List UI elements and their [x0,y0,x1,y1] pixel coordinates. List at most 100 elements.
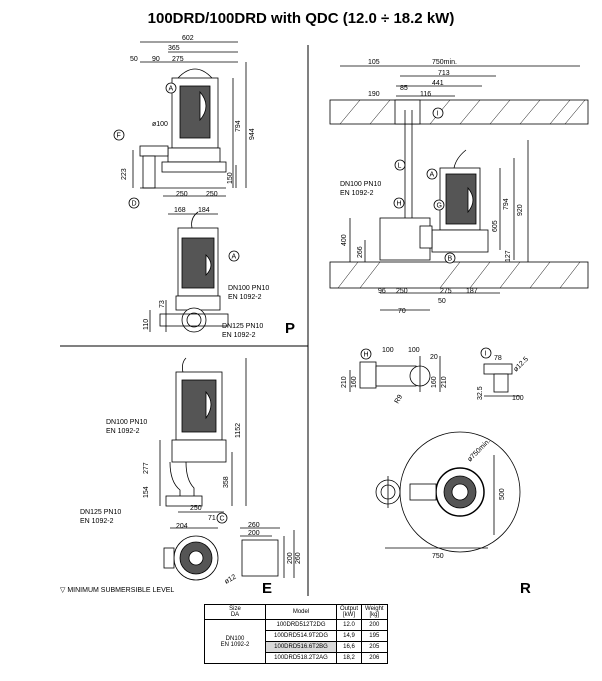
header-weight: Weight[kg] [361,604,388,620]
dim-260-a: 260 [248,522,260,529]
dim-phi12-5: ø12.5 [512,356,530,374]
dim-70: 70 [398,308,406,315]
view-r-drawing [329,65,589,553]
dim-85: 85 [400,85,408,92]
water-level-icon: ▽ [60,587,66,594]
output-cell: 16,6 [335,641,363,653]
header-model: Model [265,604,337,620]
dim-266: 266 [357,246,364,258]
svg-text:A: A [232,254,237,261]
legend: ▽ MINIMUM SUBMERSIBLE LEVEL [60,586,174,594]
table-row: 100DRD518.2T2AG 18,2 206 [205,652,388,664]
svg-text:I: I [485,351,487,358]
svg-text:F: F [117,133,121,140]
dim-110: 110 [143,319,150,330]
model-cell: 100DRD512T2DG [265,619,337,631]
note-en1092-a: EN 1092-2 [228,294,262,301]
svg-text:B: B [448,256,453,263]
svg-text:D: D [132,201,137,208]
svg-text:C: C [220,516,225,523]
dim-127: 127 [505,250,512,262]
svg-text:A: A [430,172,435,179]
dim-187: 187 [466,288,478,295]
dim-32-5: 32.5 [477,386,484,400]
dim-500: 500 [499,488,506,500]
view-p-labels: 602 365 50 90 275 ø100 223 794 944 150 2… [121,35,269,339]
dim-441: 441 [432,80,444,87]
dim-90: 90 [152,56,160,63]
dim-71: 71 [208,515,216,522]
model-cell: 100DRD518.2T2AG [265,652,337,664]
dim-184: 184 [198,207,210,214]
legend-text: MINIMUM SUBMERSIBLE LEVEL [67,587,175,594]
dim-r9: R9 [394,394,405,405]
output-cell: 12.0 [335,619,363,631]
dim-250-r: 250 [396,288,408,295]
dim-713: 713 [438,70,450,77]
dim-phi12: ø12 [224,574,238,586]
dim-275: 275 [172,56,184,63]
callout-d-circle [128,197,140,209]
dim-944: 944 [249,128,256,140]
dim-160-a: 160 [351,376,358,388]
dim-154: 154 [143,486,150,498]
dim-78: 78 [494,355,502,362]
note-e-dn100: DN100 PN10 [106,419,147,426]
dim-96: 96 [378,288,386,295]
note-r-dn100: DN100 PN10 [340,181,381,188]
dim-100-b: 100 [408,347,420,354]
dim-50: 50 [130,56,138,63]
callout-a2-circle [228,250,240,262]
dim-750min: 750min. [432,59,457,66]
svg-text:G: G [437,203,442,210]
dim-160-b: 160 [431,376,438,388]
dim-365: 365 [168,45,180,52]
model-cell: 100DRD516.6T2BG [265,641,337,653]
view-r-callouts: I L A H G B H I [360,107,492,360]
dim-190: 190 [368,91,380,98]
view-p-drawing [132,41,247,333]
dim-223: 223 [121,168,128,180]
view-e-callouts: C [216,512,228,524]
weight-cell: 200 [361,619,388,631]
note-en1092-b: EN 1092-2 [222,332,256,339]
dim-277: 277 [143,462,150,474]
dim-358: 358 [223,476,230,488]
dim-73: 73 [159,300,166,308]
view-p-callouts: A F D A [113,82,240,262]
dim-400: 400 [341,234,348,246]
dim-200-a: 200 [248,530,260,537]
dim-100-c: 100 [512,395,524,402]
dim-200-b: 200 [287,552,294,564]
callout-f-circle [113,129,125,141]
weight-cell: 205 [361,641,388,653]
model-cell: 100DRD514.9T2DG [265,630,337,642]
output-cell: 14,9 [335,630,363,642]
view-label-r: R [520,580,531,597]
weight-cell: 206 [361,652,388,664]
note-e-dn125: DN125 PN10 [80,509,121,516]
dim-275-r: 275 [440,288,452,295]
dim-50-r: 50 [438,298,446,305]
dim-794: 794 [235,120,242,132]
dim-204: 204 [176,523,188,530]
dim-250-e: 250 [190,505,202,512]
dim-20: 20 [430,354,438,361]
dim-260-b: 260 [295,552,302,564]
dim-1152: 1152 [235,423,242,438]
dim-105: 105 [368,59,380,66]
note-r-en1092: EN 1092-2 [340,190,374,197]
dim-605: 605 [492,220,499,232]
dim-phi100: ø100 [152,121,168,128]
dim-250-a: 250 [176,191,188,198]
svg-text:A: A [169,86,174,93]
dim-750: 750 [432,553,444,560]
svg-text:L: L [398,163,402,170]
view-label-e: E [262,580,273,597]
note-dn100: DN100 PN10 [228,285,269,292]
svg-text:H: H [364,352,369,359]
